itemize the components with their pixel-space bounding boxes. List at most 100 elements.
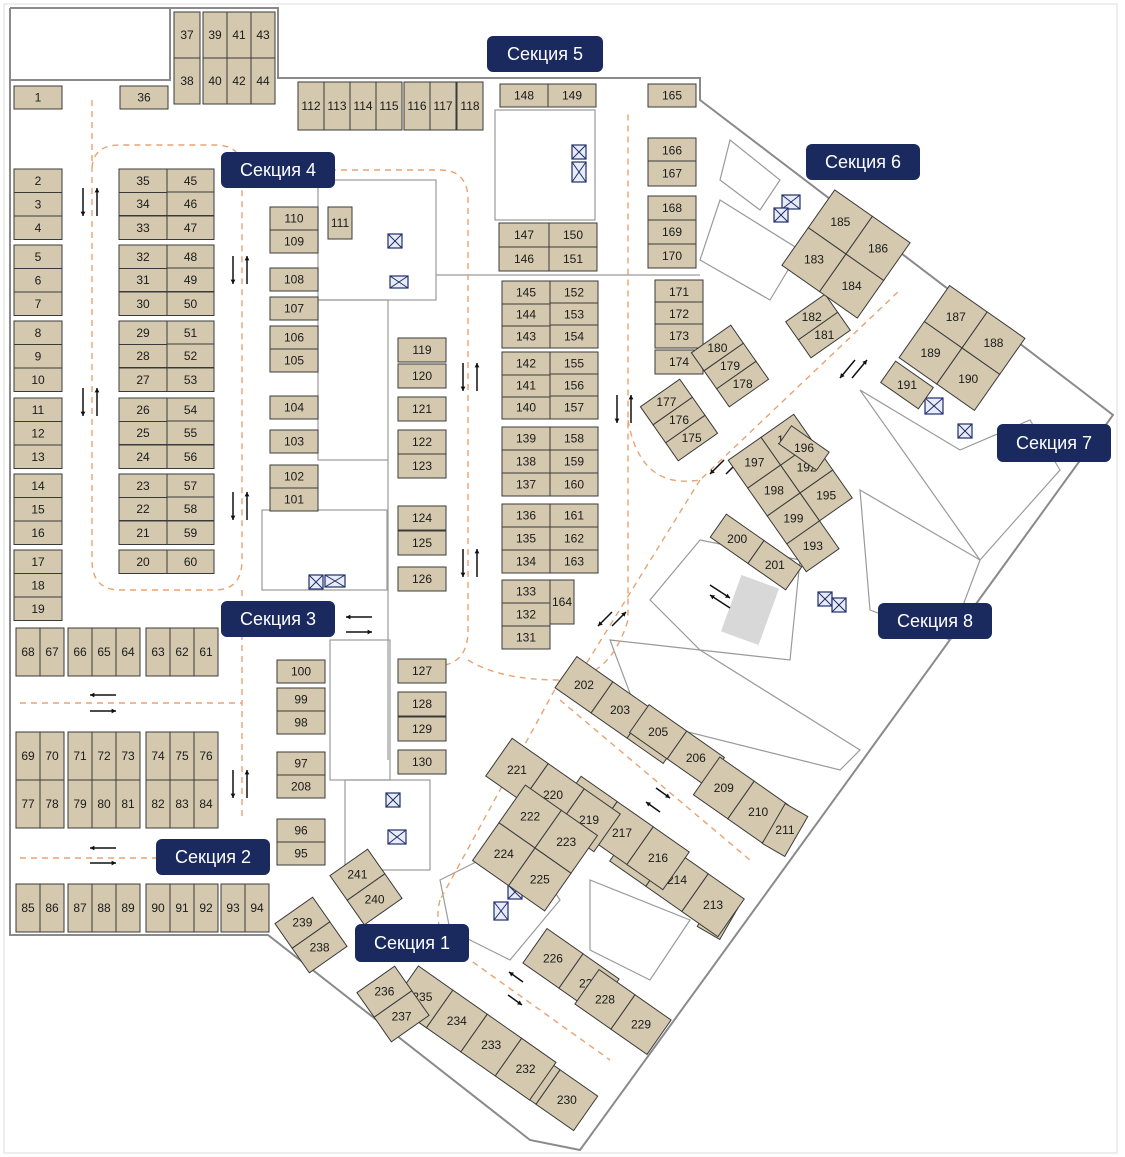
parking-spot-100[interactable]: 100 [276,659,326,684]
parking-spot-35[interactable]: 35 [118,168,168,193]
parking-spot-93[interactable]: 93 [220,883,246,933]
parking-spot-105[interactable]: 105 [269,348,319,373]
parking-spot-78[interactable]: 78 [39,779,65,829]
parking-spot-153[interactable]: 153 [549,302,599,327]
parking-spot-109[interactable]: 109 [269,229,319,254]
parking-spot-196[interactable]: 196 [778,425,830,471]
parking-spot-146[interactable]: 146 [498,246,550,272]
parking-spot-92[interactable]: 92 [193,883,219,933]
parking-spot-229[interactable]: 229 [610,994,672,1056]
parking-spot-48[interactable]: 48 [166,244,215,269]
parking-spot-26[interactable]: 26 [118,397,168,422]
parking-spot-120[interactable]: 120 [397,363,447,389]
parking-spot-155[interactable]: 155 [549,351,599,376]
parking-spot-52[interactable]: 52 [166,343,215,368]
parking-spot-171[interactable]: 171 [654,279,704,305]
parking-spot-225[interactable]: 225 [507,847,572,912]
parking-spot-241[interactable]: 241 [329,848,386,901]
parking-spot-86[interactable]: 86 [39,883,65,933]
parking-spot-123[interactable]: 123 [397,453,447,479]
parking-spot-8[interactable]: 8 [13,320,63,345]
parking-spot-198[interactable]: 198 [747,464,801,517]
parking-spot-193[interactable]: 193 [786,520,840,573]
parking-spot-104[interactable]: 104 [269,395,319,420]
parking-spot-127[interactable]: 127 [397,658,447,684]
parking-spot-1[interactable]: 1 [13,85,63,110]
parking-spot-41[interactable]: 41 [226,11,252,59]
parking-spot-75[interactable]: 75 [169,731,195,781]
parking-spot-68[interactable]: 68 [15,627,41,677]
parking-spot-117[interactable]: 117 [429,81,457,131]
parking-spot-154[interactable]: 154 [549,324,599,349]
parking-spot-58[interactable]: 58 [166,496,215,521]
parking-spot-20[interactable]: 20 [118,549,168,574]
parking-spot-237[interactable]: 237 [373,990,430,1043]
parking-spot-152[interactable]: 152 [549,280,599,305]
parking-spot-202[interactable]: 202 [554,655,614,714]
parking-spot-130[interactable]: 130 [397,749,447,775]
parking-spot-149[interactable]: 149 [547,83,597,108]
parking-spot-50[interactable]: 50 [166,291,215,316]
parking-spot-28[interactable]: 28 [118,343,168,368]
parking-spot-136[interactable]: 136 [501,503,551,528]
parking-spot-73[interactable]: 73 [115,731,141,781]
parking-spot-30[interactable]: 30 [118,291,168,316]
parking-spot-65[interactable]: 65 [91,627,117,677]
parking-spot-60[interactable]: 60 [166,549,215,574]
parking-spot-166[interactable]: 166 [647,137,697,164]
parking-spot-131[interactable]: 131 [501,625,551,650]
parking-spot-140[interactable]: 140 [501,395,551,420]
parking-spot-165[interactable]: 165 [647,83,697,108]
parking-spot-172[interactable]: 172 [654,301,704,327]
parking-spot-64[interactable]: 64 [115,627,141,677]
parking-spot-134[interactable]: 134 [501,549,551,574]
parking-spot-18[interactable]: 18 [13,573,63,598]
parking-spot-177[interactable]: 177 [639,378,694,426]
parking-spot-239[interactable]: 239 [274,896,331,949]
parking-spot-132[interactable]: 132 [501,602,551,627]
parking-spot-25[interactable]: 25 [118,420,168,445]
parking-spot-49[interactable]: 49 [166,267,215,292]
parking-spot-34[interactable]: 34 [118,191,168,216]
parking-spot-81[interactable]: 81 [115,779,141,829]
parking-spot-10[interactable]: 10 [13,367,63,392]
parking-spot-40[interactable]: 40 [202,57,228,105]
parking-spot-175[interactable]: 175 [664,414,719,462]
parking-spot-137[interactable]: 137 [501,472,551,497]
parking-spot-88[interactable]: 88 [91,883,117,933]
parking-spot-160[interactable]: 160 [549,472,599,497]
parking-spot-240[interactable]: 240 [346,873,403,926]
parking-spot-184[interactable]: 184 [818,253,885,319]
parking-spot-44[interactable]: 44 [250,57,276,105]
parking-spot-221[interactable]: 221 [485,737,549,802]
parking-spot-174[interactable]: 174 [654,349,704,375]
parking-spot-16[interactable]: 16 [13,520,63,545]
parking-spot-128[interactable]: 128 [397,691,447,717]
parking-spot-185[interactable]: 185 [807,189,874,255]
parking-spot-107[interactable]: 107 [269,296,319,321]
parking-spot-3[interactable]: 3 [13,192,63,217]
parking-spot-170[interactable]: 170 [647,243,697,269]
parking-spot-101[interactable]: 101 [269,487,319,512]
parking-spot-161[interactable]: 161 [549,503,599,528]
parking-spot-121[interactable]: 121 [397,396,447,422]
parking-spot-21[interactable]: 21 [118,520,168,545]
parking-spot-178[interactable]: 178 [715,360,770,408]
parking-spot-11[interactable]: 11 [13,397,63,422]
parking-spot-17[interactable]: 17 [13,549,63,574]
parking-spot-15[interactable]: 15 [13,497,63,522]
parking-spot-71[interactable]: 71 [67,731,93,781]
parking-spot-191[interactable]: 191 [880,360,934,410]
parking-spot-87[interactable]: 87 [67,883,93,933]
parking-spot-108[interactable]: 108 [269,267,319,292]
parking-spot-79[interactable]: 79 [67,779,93,829]
parking-spot-47[interactable]: 47 [166,215,215,240]
parking-spot-55[interactable]: 55 [166,420,215,445]
parking-spot-74[interactable]: 74 [145,731,171,781]
parking-spot-62[interactable]: 62 [169,627,195,677]
parking-spot-33[interactable]: 33 [118,215,168,240]
parking-spot-228[interactable]: 228 [574,968,636,1030]
parking-spot-80[interactable]: 80 [91,779,117,829]
parking-spot-201[interactable]: 201 [747,539,803,591]
parking-spot-57[interactable]: 57 [166,473,215,498]
